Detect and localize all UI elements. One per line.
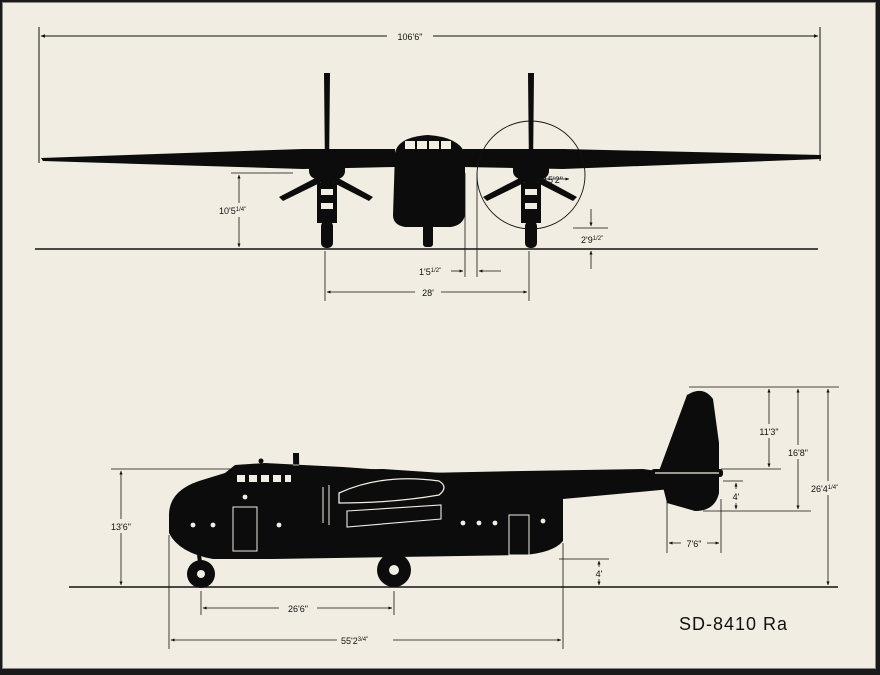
side-wing: [338, 478, 445, 504]
offset-dimension: [451, 173, 501, 277]
front-wing: [41, 149, 395, 169]
prop-diameter-label: 15'2": [543, 175, 563, 185]
tail-dimensions: [666, 386, 839, 586]
length-label: 55'23/4": [341, 636, 368, 646]
side-cockpit-windows: [237, 458, 291, 482]
drawing-canvas: 106'6" 10'51/4" 15'2" 2'91/2" 1'51/2" 28…: [35, 27, 853, 649]
tail-upper-label: 11'3": [759, 427, 778, 437]
offset-label: 1'51/2": [419, 267, 441, 277]
side-engine-nacelle: [299, 469, 455, 533]
prop-clearance-dimension: [573, 209, 608, 269]
tail-lower-label: 4': [733, 492, 740, 502]
side-view-labels: 13'6" 11'3" 4' 16'8" 26'41/4" 7'6" 4' 26…: [103, 424, 853, 647]
side-view: [69, 386, 839, 649]
fin-height-label: 16'8": [788, 448, 808, 458]
side-nose-gear: [187, 554, 215, 588]
fin-chord-label: 7'6": [687, 539, 702, 549]
left-propeller-blades: [279, 73, 373, 201]
left-engine: [279, 73, 373, 248]
cockpit-height-label: 13'6": [111, 522, 131, 532]
front-view-labels: 106'6" 10'51/4" 15'2" 2'91/2" 1'51/2" 28…: [215, 30, 603, 298]
crew-door: [232, 506, 258, 552]
overall-height-label: 26'41/4": [811, 484, 838, 494]
vertical-fin: [659, 390, 719, 511]
track-label: 28': [422, 288, 434, 298]
gear-base-label: 26'6": [288, 604, 308, 614]
drawing-reference: SD-8410 Ra: [679, 614, 788, 634]
front-fuselage: [393, 135, 465, 227]
prop-clearance-label: 2'91/2": [581, 235, 603, 245]
side-main-gear: [371, 529, 411, 587]
side-propeller: [293, 453, 300, 539]
front-wing-right: [463, 149, 821, 169]
side-portholes: [190, 494, 546, 528]
right-engine: [476, 73, 586, 248]
ground-clearance-label: 4': [596, 569, 603, 579]
front-view: [35, 27, 821, 301]
cargo-door: [508, 514, 530, 556]
wingspan-label: 106'6": [398, 32, 423, 42]
wing-height-label: 10'51/4": [219, 206, 246, 216]
right-propeller-blades: [483, 73, 577, 201]
nose-gear-front: [423, 223, 433, 247]
